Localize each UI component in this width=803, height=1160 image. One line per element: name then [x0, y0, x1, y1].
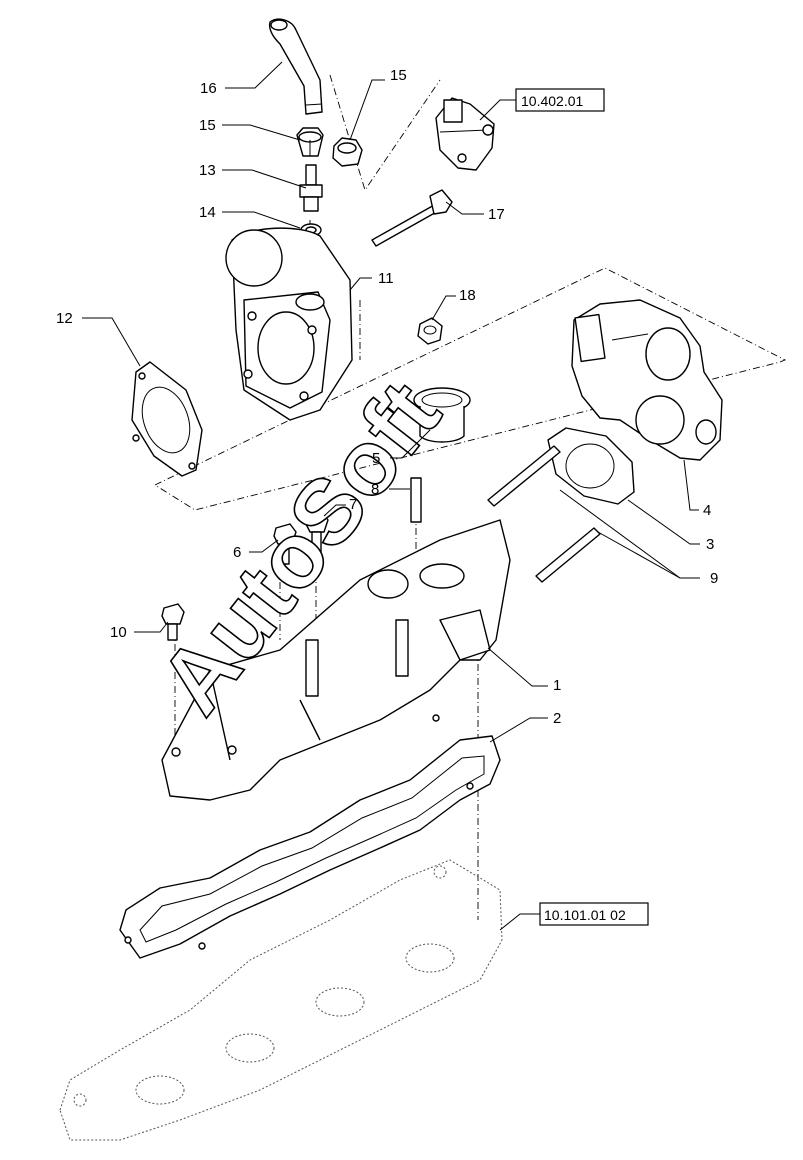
callout-15a: 15	[390, 67, 407, 84]
part-11-elbow-housing	[225, 227, 353, 421]
callout-11: 11	[378, 270, 394, 287]
callout-3: 3	[706, 536, 714, 553]
frame-throttle-group	[154, 267, 787, 511]
callout-14: 14	[199, 204, 216, 221]
callout-12: 12	[56, 310, 73, 327]
frame-sensor	[329, 74, 441, 192]
part-4-throttle-body	[571, 299, 723, 461]
callout-10: 10	[110, 624, 127, 641]
callout-5: 5	[372, 450, 380, 467]
ref-bottom-label: 10.101.01 02	[544, 907, 626, 923]
part-15-nut-right	[332, 137, 363, 167]
sensor-assembly	[435, 97, 495, 171]
callout-7: 7	[349, 496, 357, 513]
part-6-bolt	[273, 523, 297, 565]
part-1-intake-manifold	[161, 519, 511, 801]
part-13-fitting	[299, 164, 323, 212]
callout-16: 16	[200, 80, 217, 97]
part-17-bolt	[371, 189, 453, 247]
part-7-bolt	[305, 511, 329, 553]
part-15-nut-left	[296, 127, 324, 157]
callout-15b: 15	[199, 117, 216, 134]
ref-top-label: 10.402.01	[521, 93, 583, 109]
part-18-nut	[417, 317, 443, 345]
part-9-studs	[487, 445, 601, 583]
part-3-gasket	[547, 427, 635, 505]
part-8-stud	[410, 477, 422, 523]
part-5-sleeve	[413, 387, 471, 443]
callout-13: 13	[199, 162, 216, 179]
callout-17: 17	[488, 206, 505, 223]
callout-1: 1	[553, 677, 561, 694]
part-2-gasket	[119, 714, 501, 959]
part-12-gasket	[131, 361, 203, 477]
ref-box-bottom: 10.101.01 02	[499, 902, 649, 931]
part-16-pipe	[268, 18, 323, 115]
callout-6: 6	[233, 544, 241, 561]
callout-18: 18	[459, 287, 476, 304]
callouts: 16 15 15 13 14 17 11 12 18 5 8 7 6 10 4 …	[56, 61, 718, 743]
callout-2: 2	[553, 710, 561, 727]
callout-4: 4	[703, 502, 711, 519]
ref-box-top: 10.402.01	[479, 88, 605, 121]
part-10-bolt	[161, 603, 185, 641]
phantom-cylinder-head	[59, 859, 503, 1141]
callout-9: 9	[710, 570, 718, 587]
callout-8: 8	[371, 481, 379, 498]
